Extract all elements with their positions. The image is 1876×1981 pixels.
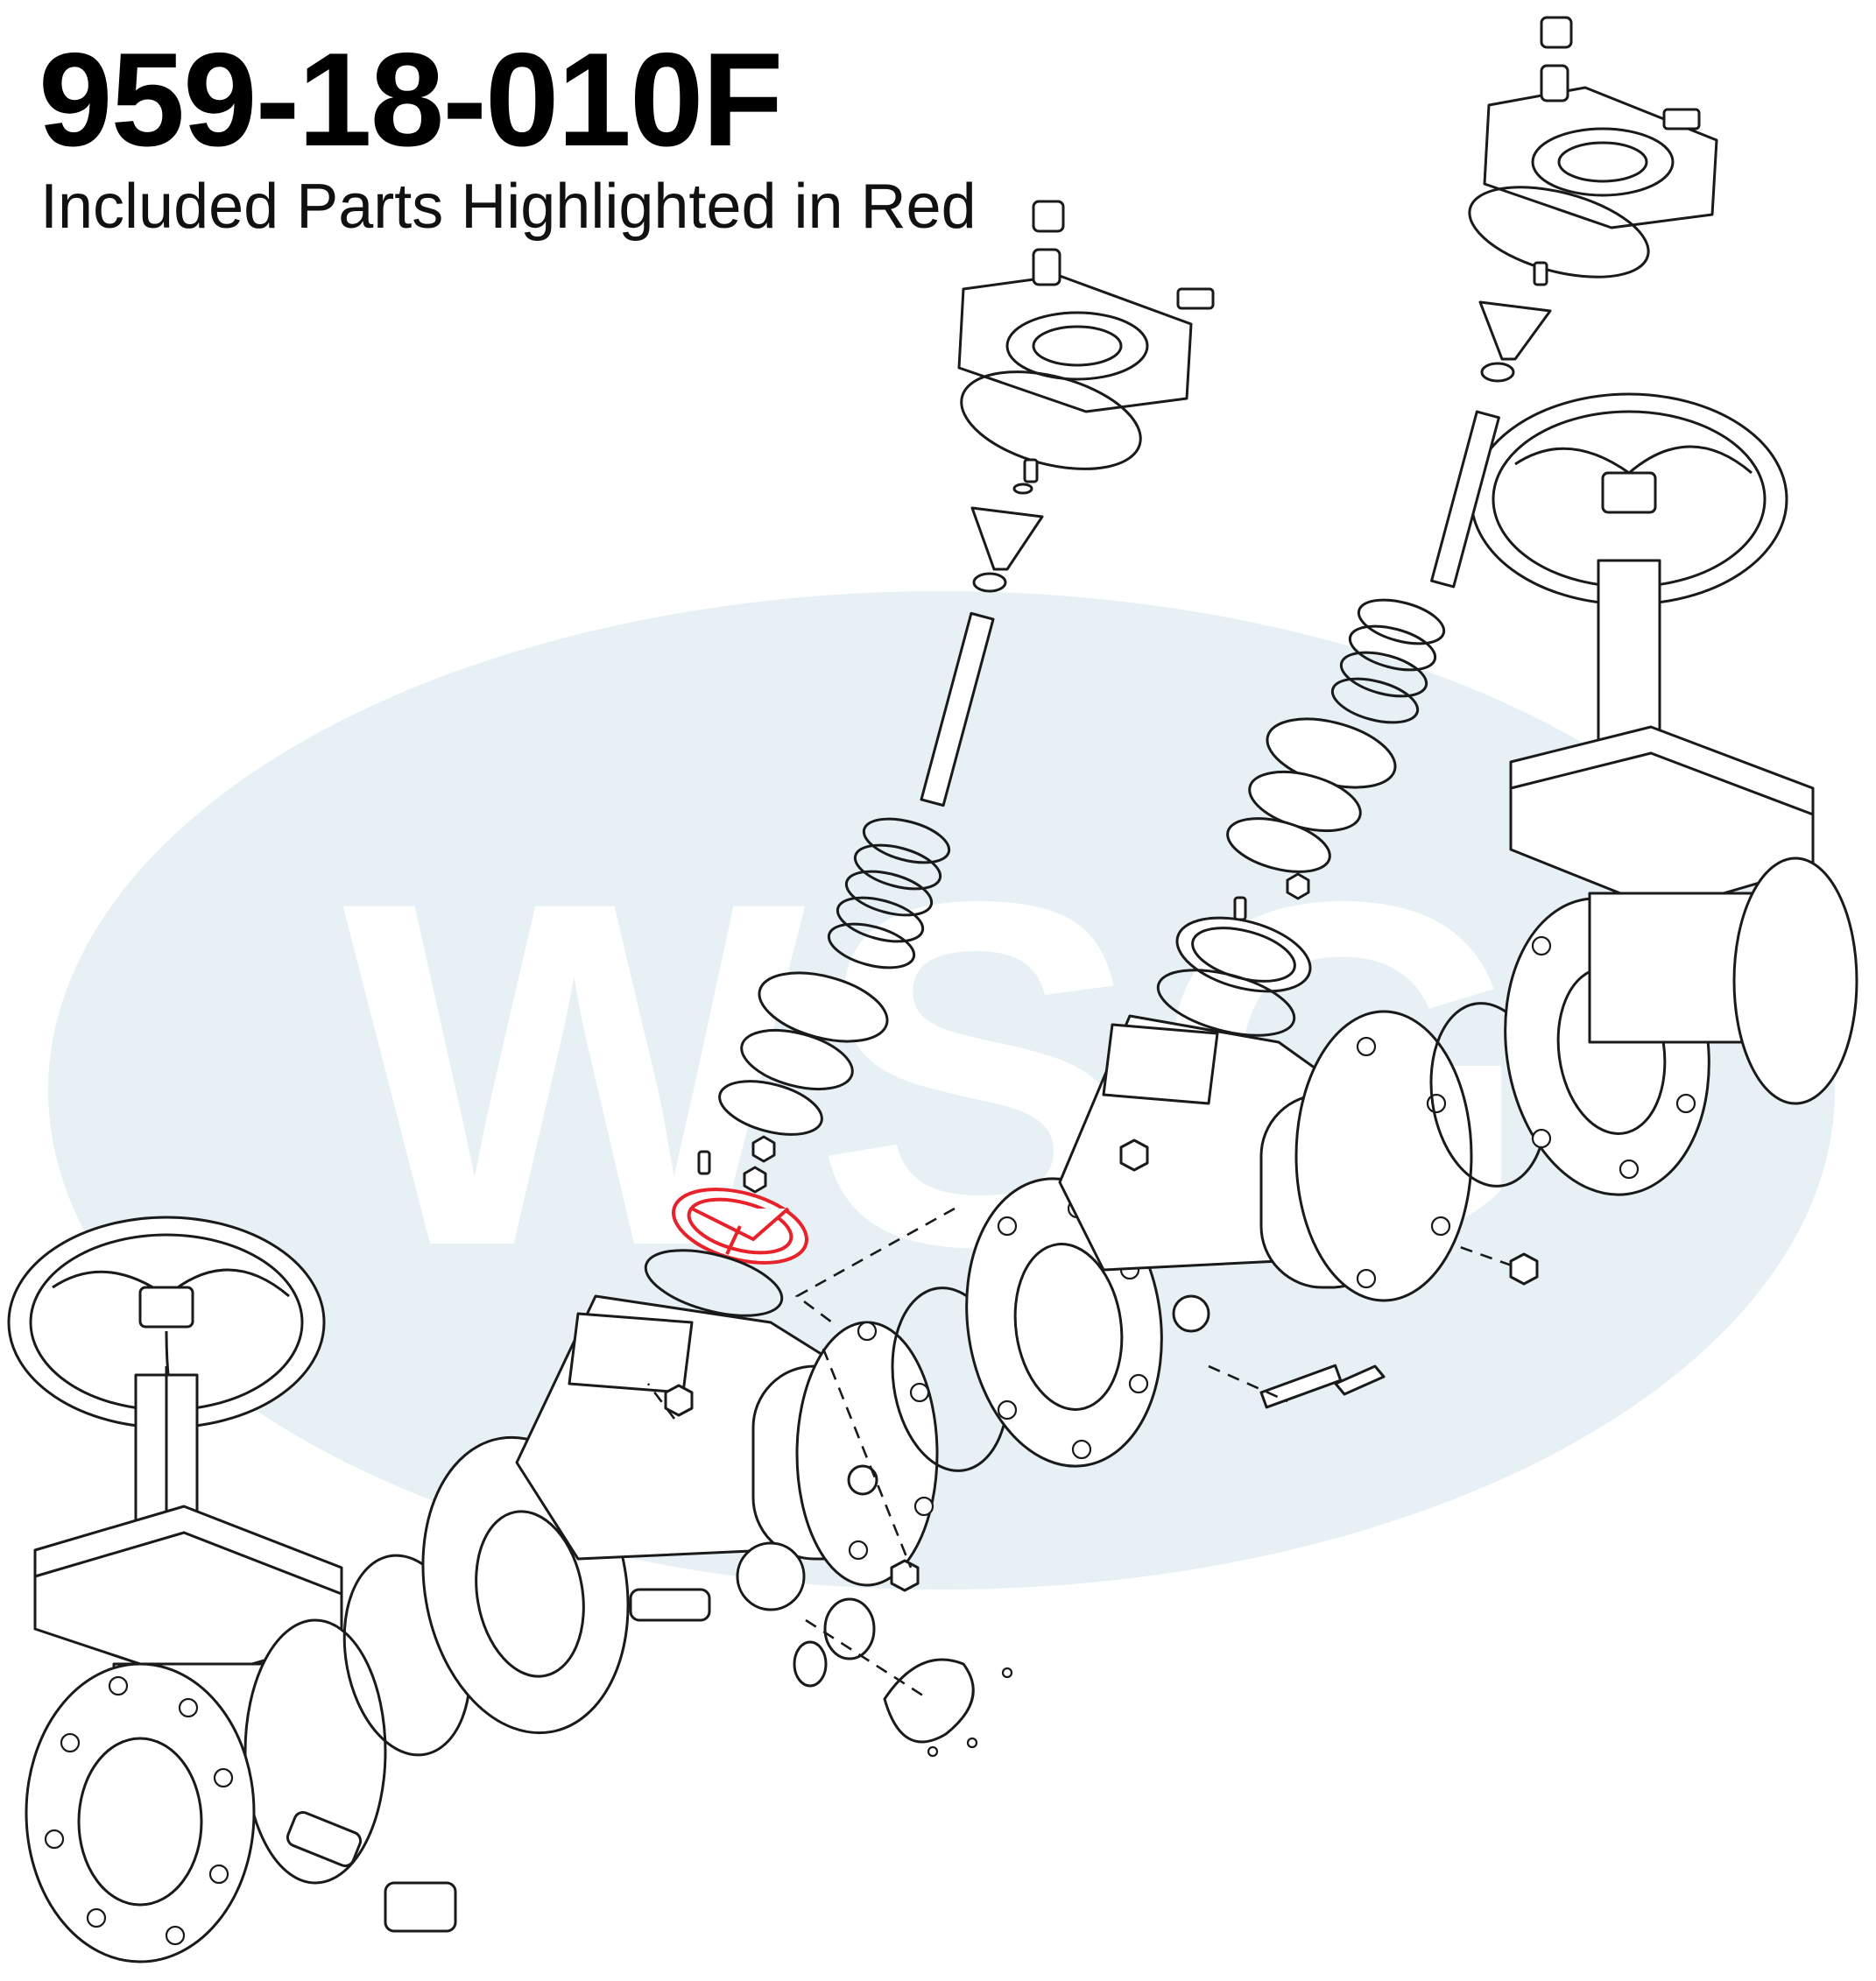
left-gate-valve <box>7 1216 457 1963</box>
first-check-seat-ring <box>740 1028 854 1091</box>
diagram-subtitle: Included Parts Highlighted in Red <box>40 172 977 242</box>
access-cover <box>883 1658 975 1744</box>
first-check-oring <box>644 1249 784 1317</box>
long-bolt <box>1334 1364 1386 1396</box>
second-check-outlet-flange <box>1294 1010 1473 1302</box>
body-port <box>736 1541 806 1611</box>
middle-flanges <box>891 1177 1386 1472</box>
first-check-internals <box>644 200 1215 1317</box>
cover-bolt-1 <box>1176 287 1215 310</box>
check-disc-retainer-highlighted <box>672 1188 808 1265</box>
body-drain-plug <box>847 1464 878 1496</box>
second-check-internals <box>1156 16 1718 1037</box>
left-test-nipple <box>286 1810 363 1868</box>
right-gate-valve <box>1470 392 1858 1105</box>
body-nut <box>664 1384 694 1417</box>
test-cock-left <box>629 1588 711 1622</box>
second-check-spring <box>1330 598 1446 724</box>
first-check-spring <box>827 817 951 969</box>
first-check-guide <box>970 506 1044 571</box>
left-flange-bolt-holes <box>44 1675 234 1946</box>
cover-and-orings <box>793 1597 1013 1758</box>
small-oring-2 <box>793 1640 828 1688</box>
left-stem-nut <box>138 1286 194 1329</box>
left-ball-valve <box>384 1881 457 1933</box>
small-oring-1 <box>823 1597 876 1660</box>
first-cover-oring <box>960 370 1142 470</box>
loose-nut <box>890 1559 920 1592</box>
first-check-body <box>515 1294 939 1622</box>
second-check-stem <box>1430 410 1500 589</box>
watermark-ellipse <box>48 591 1835 1590</box>
second-check-body <box>1058 1010 1539 1333</box>
second-cover-oring <box>1468 186 1650 278</box>
part-number-title: 959-18-010F <box>39 25 783 174</box>
first-check-disc <box>718 1080 823 1136</box>
first-check-stem <box>920 611 995 807</box>
